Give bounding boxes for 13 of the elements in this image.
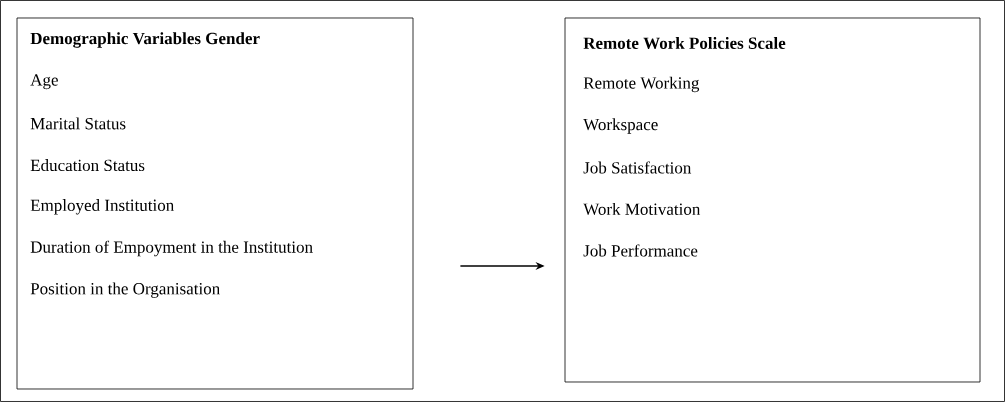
- box-heading: Demographic Variables Gender: [30, 32, 260, 48]
- list-item: Job Performance: [583, 244, 698, 257]
- list-item: Workspace: [583, 118, 658, 134]
- list-item: Work Motivation: [583, 202, 701, 215]
- list-item: Education Status: [30, 159, 145, 172]
- list-item: Marital Status: [30, 117, 126, 130]
- list-item: Position in the Organisation: [30, 282, 220, 298]
- box-heading: Remote Work Policies Scale: [583, 36, 786, 49]
- list-item: Age: [30, 74, 58, 90]
- list-item: Remote Working: [583, 76, 700, 93]
- list-item: Duration of Empoyment in the Institution: [30, 240, 313, 257]
- list-item: Job Satisfaction: [583, 161, 692, 174]
- list-item: Employed Institution: [30, 199, 174, 215]
